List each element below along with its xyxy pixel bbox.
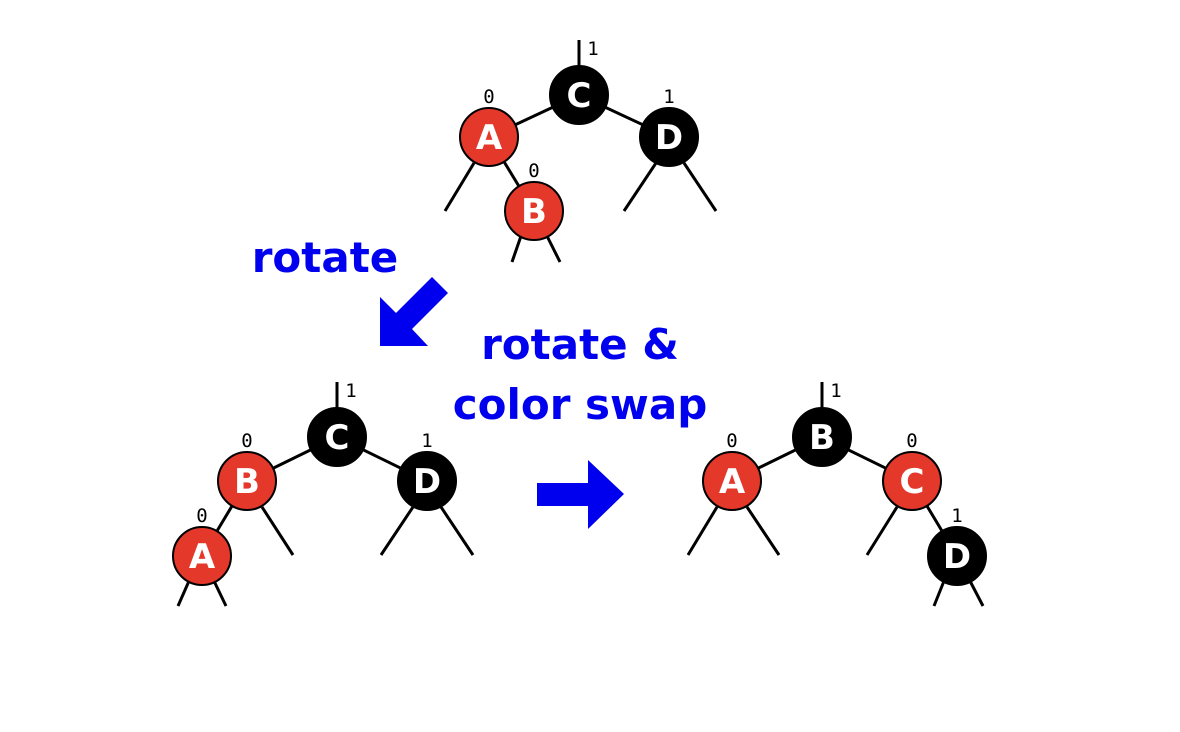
node-label: C (900, 462, 925, 502)
node-circle (217, 451, 277, 511)
node-d: D1 (927, 505, 987, 586)
subtree-edge (745, 506, 781, 556)
node-circle (459, 107, 519, 167)
node-a: A0 (172, 505, 232, 586)
rank-label: 0 (196, 505, 207, 527)
node-a: A0 (702, 430, 762, 511)
subtree-edge (686, 506, 719, 556)
node-circle (172, 526, 232, 586)
arrow-right-icon (537, 460, 624, 529)
node-label: C (567, 76, 592, 116)
rank-label: 0 (483, 86, 494, 108)
caption-rotate-swap-line1: rotate & (481, 320, 679, 369)
subtree-edge (865, 506, 899, 556)
node-label: D (413, 462, 441, 502)
node-c: C (549, 65, 609, 125)
node-b: B0 (504, 160, 564, 241)
node-d: D1 (397, 430, 457, 511)
subtree-edge (443, 162, 476, 212)
node-label: C (325, 418, 350, 458)
node-label: D (943, 537, 971, 577)
node-a: A0 (459, 86, 519, 167)
node-circle (549, 65, 609, 125)
node-circle (792, 407, 852, 467)
subtree-edge (968, 580, 985, 607)
node-label: B (521, 192, 547, 232)
subtree-edge (545, 235, 562, 263)
root-rank-label: 1 (587, 38, 598, 60)
subtree-edge (212, 580, 228, 607)
subtree-edge (176, 580, 191, 607)
subtree-edge (379, 506, 415, 556)
subtree-edge (260, 506, 295, 556)
node-c: C0 (882, 430, 942, 511)
node-d: D1 (639, 86, 699, 167)
rank-label: 1 (663, 86, 674, 108)
caption-rotate: rotate (252, 233, 399, 282)
node-label: B (809, 418, 835, 458)
root-rank-label: 1 (345, 380, 356, 402)
node-circle (702, 451, 762, 511)
node-circle (639, 107, 699, 167)
node-label: A (719, 462, 746, 502)
rank-label: 0 (726, 430, 737, 452)
node-label: A (476, 118, 503, 158)
node-label: B (234, 462, 260, 502)
node-label: D (655, 118, 683, 158)
subtree-edge (510, 235, 523, 263)
node-circle (397, 451, 457, 511)
rank-label: 0 (528, 160, 539, 182)
node-circle (504, 181, 564, 241)
node-b: B (792, 407, 852, 467)
node-circle (927, 526, 987, 586)
node-c: C (307, 407, 367, 467)
node-label: A (189, 537, 216, 577)
node-circle (882, 451, 942, 511)
subtree-edge (622, 162, 658, 212)
root-rank-label: 1 (830, 380, 841, 402)
node-circle (307, 407, 367, 467)
caption-rotate-swap-line2: color swap (453, 380, 708, 429)
node-b: B0 (217, 430, 277, 511)
rank-label: 1 (951, 505, 962, 527)
rank-label: 0 (241, 430, 252, 452)
rank-label: 1 (421, 430, 432, 452)
rank-label: 0 (906, 430, 917, 452)
subtree-edge (932, 580, 946, 607)
arrow-down-left-icon (380, 277, 448, 346)
subtree-edge (682, 162, 718, 212)
subtree-edge (439, 506, 475, 556)
